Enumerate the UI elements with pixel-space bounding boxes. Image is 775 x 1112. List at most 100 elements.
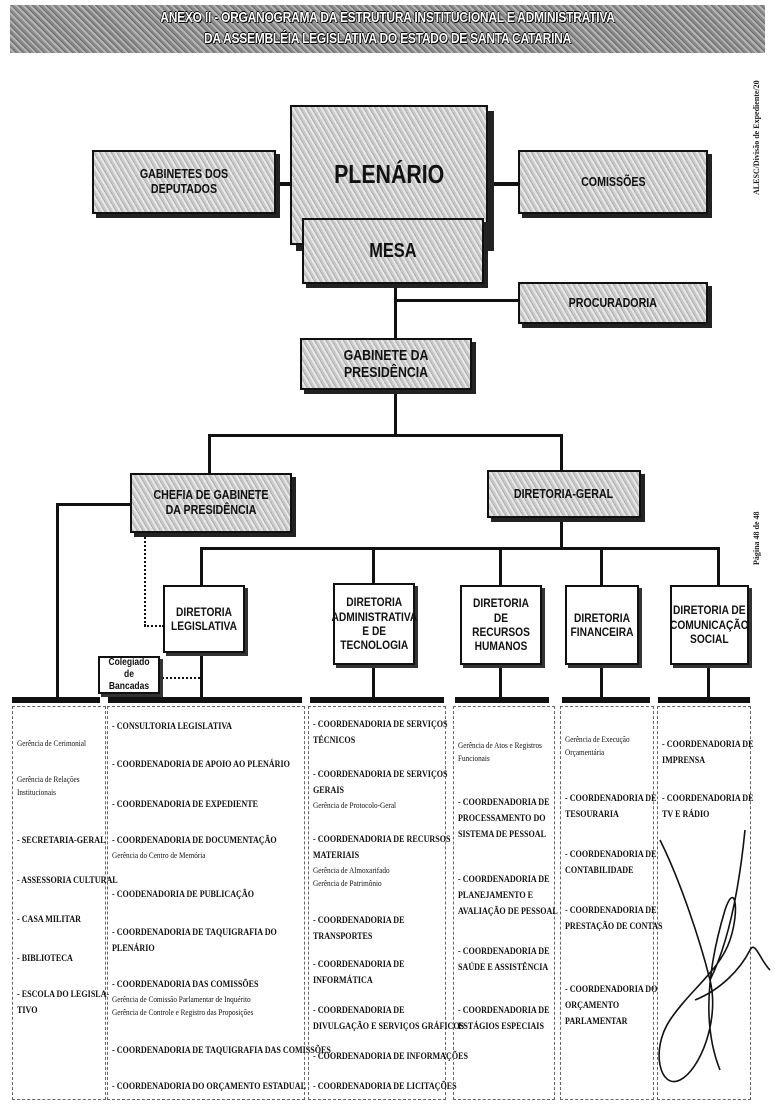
unit-item: - CASA MILITAR [17, 912, 103, 928]
label: DIRETORIA FINANCEIRA [570, 610, 634, 639]
unit-name: SAÚDE E ASSISTÊNCIA [458, 963, 549, 973]
unit-name: - COORDENADORIA DE INFORMAÇÕES [313, 1052, 469, 1062]
column-bar [12, 697, 100, 703]
unit-name: - ASSESSORIA CULTURAL [17, 876, 118, 886]
unit-item: - COORDENADORIA DE APOIO AO PLENÁRIO [112, 757, 302, 773]
unit-name: TESOURARIA [565, 810, 619, 820]
unit-name: PARLAMENTAR [565, 1017, 628, 1027]
title-line-1: ANEXO II - ORGANOGRAMA DA ESTRUTURA INST… [160, 9, 615, 26]
unit-name: - CONSULTORIA LEGISLATIVA [112, 722, 232, 732]
page-number: Página 48 de 48 [752, 511, 761, 565]
unit-name: - COORDENADORIA DE TAQUIGRAFIA DO [112, 928, 277, 938]
sub-unit-name: Institucionais [17, 787, 56, 797]
unit-item: - COORDENADORIA DE LICITAÇÕES [313, 1079, 457, 1095]
sub-unit-name: Gerência de Execução [565, 734, 630, 744]
unit-name: - COORDENADORIA DO ORÇAMENTO ESTADUAL [112, 1082, 306, 1092]
column-bar [562, 697, 650, 703]
unit-name: - COORDENADORIA DE SERVIÇOS [313, 770, 448, 780]
connector-to-dg [560, 434, 563, 472]
sub-unit-name: Gerência de Protocolo-Geral [313, 800, 397, 810]
unit-name: TRANSPORTES [313, 932, 373, 942]
connector-com-down [707, 662, 710, 698]
unit-name: PRESTAÇÃO DE CONTAS [565, 922, 663, 932]
connector-to-chefia [208, 434, 211, 474]
unit-name: - SECRETARIA-GERAL [17, 836, 106, 846]
unit-item: - BIBLIOTECA [17, 951, 103, 967]
unit-name: - COORDENADORIA DE [458, 798, 550, 808]
unit-item: - COORDENADORIA DE INFORMÁTICA [313, 957, 443, 989]
label: MESA [369, 239, 417, 262]
label: DIRETORIA LEGISLATIVA [171, 604, 237, 633]
unit-name: - COORDENADORIA DE SERVIÇOS [313, 720, 448, 730]
unit-name: PLANEJAMENTO E [458, 891, 534, 901]
box-colegiado-bancadas: Colegiado de Bancadas [98, 656, 160, 694]
unit-name: - COORDENADORIA DE [565, 794, 657, 804]
label: GABINETES DOS DEPUTADOS [139, 166, 229, 196]
unit-name: INFORMÁTICA [313, 976, 373, 986]
unit-column-2: - CONSULTORIA LEGISLATIVA - COORDENADORIA… [107, 706, 331, 1100]
box-diretoria-administrativa: DIRETORIA ADMINISTRATIVA E DE TECNOLOGIA [331, 583, 417, 665]
unit-name: GERAIS [313, 786, 344, 796]
unit-name: - COORDENADORIA DE [458, 1006, 550, 1016]
box-diretoria-financeira: DIRETORIA FINANCEIRA [565, 585, 639, 665]
unit-item: - COORDENADORIA DE TESOURARIA [565, 791, 657, 823]
sub-unit-name: Gerência de Patrimônio [313, 878, 382, 888]
unit-name: - COORDENADORIA DE APOIO AO PLENÁRIO [112, 760, 290, 770]
label: Colegiado de Bancadas [108, 657, 150, 692]
column-bar [108, 697, 302, 703]
unit-item: - COORDENADORIA DE RECURSOS MATERIAIS Gerê… [313, 832, 451, 890]
dotted-link-chefia [144, 530, 146, 626]
unit-name: TV E RÁDIO [662, 810, 710, 820]
connector-procuradoria [396, 299, 518, 302]
connector-diretorias-branch [200, 547, 720, 550]
unit-name: - ESCOLA DO LEGISLA- [17, 990, 110, 1000]
unit-name: PLENÁRIO [112, 944, 155, 954]
box-procuradoria: PROCURADORIA [518, 282, 708, 324]
box-gabinete-presidencia: GABINETE DA PRESIDÊNCIA [300, 338, 472, 390]
unit-name: MATERIAIS [313, 851, 360, 861]
connector-dir-1 [200, 547, 203, 585]
unit-name: IMPRENSA [662, 756, 706, 766]
unit-item: - SECRETARIA-GERAL [17, 833, 106, 849]
label: PLENÁRIO [333, 159, 445, 190]
unit-name: - BIBLIOTECA [17, 954, 73, 964]
unit-name: - COORDENADORIA DE [313, 916, 405, 926]
box-diretoria-rh: DIRETORIA DE RECURSOS HUMANOS [460, 585, 542, 665]
connector-dir-5 [717, 547, 720, 585]
sub-unit-name: Gerência de Relações [17, 774, 80, 784]
unit-item: - COORDENADORIA DO ORÇAMENTO ESTADUAL [112, 1079, 306, 1095]
unit-name: ESTÁGIOS ESPECIAIS [458, 1022, 544, 1032]
unit-name: - COORDENADORIA DE [313, 1006, 405, 1016]
sub-unit-name: Gerência do Centro de Memória [112, 850, 206, 860]
label: DIRETORIA-GERAL [514, 485, 614, 501]
unit-name: - COORDENADORIA DE RECURSOS [313, 835, 451, 845]
label: COMISSÕES [580, 173, 646, 189]
unit-name: - COORDENADORIA DE TAQUIGRAFIA DAS COMIS… [112, 1046, 331, 1056]
unit-name: - COORDENADORIA DE [313, 960, 405, 970]
document-title-banner: ANEXO II - ORGANOGRAMA DA ESTRUTURA INST… [10, 5, 765, 53]
sub-unit-name: Gerência de Atos e Registros [458, 740, 542, 750]
handwritten-signature [658, 829, 771, 1083]
sub-unit-name: Gerência de Cerimonial [17, 738, 87, 748]
unit-item: - COORDENADORIA DE TRANSPORTES [313, 913, 443, 945]
margin-source-note: ALESC/Divisão de Expediente/20 [752, 80, 761, 195]
connector-rh-down [499, 662, 502, 698]
sub-unit-name: Gerência de Almoxarifado [313, 865, 390, 875]
unit-name: - COORDENADORIA DO [565, 985, 658, 995]
dotted-link-chefia-h [144, 625, 164, 627]
